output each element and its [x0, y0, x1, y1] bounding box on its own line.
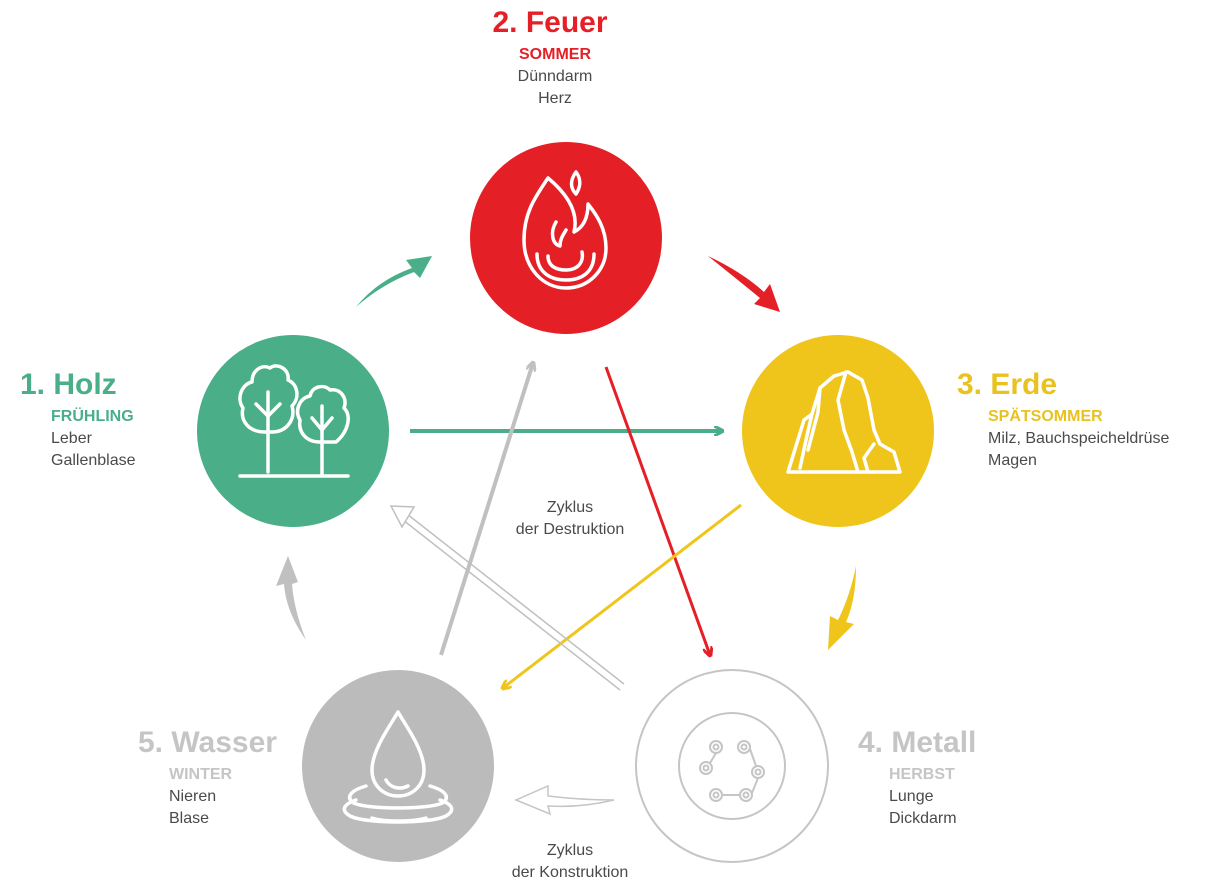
erde-season: SPÄTSOMMER — [988, 408, 1103, 425]
feuer-title: 2. Feuer — [492, 6, 608, 39]
circle-feuer — [470, 142, 662, 334]
trees-icon — [238, 364, 350, 478]
cycle-construction-line2: der Konstruktion — [511, 864, 629, 881]
metall-organ-2: Dickdarm — [889, 810, 957, 827]
wasser-organ-1: Nieren — [169, 788, 217, 805]
label-erde: 3. Erde SPÄTSOMMER Milz, Bauchspeicheldr… — [957, 368, 1169, 472]
arrow-feuer-to-erde — [708, 256, 780, 312]
label-wasser: 5. Wasser WINTER Nieren Blase — [138, 726, 277, 830]
erde-organ-2: Magen — [988, 452, 1037, 469]
wasser-organ-2: Blase — [169, 810, 210, 827]
holz-season: FRÜHLING — [51, 408, 134, 425]
destruction-arrows — [389, 363, 742, 691]
cycle-destruction-label: Zyklus der Destruktion — [470, 497, 670, 541]
metall-title: 4. Metall — [858, 726, 977, 759]
cycle-destruction-line2: der Destruktion — [515, 521, 625, 538]
feuer-organ-1: Dünndarm — [517, 68, 593, 85]
cycle-destruction-line1: Zyklus — [546, 499, 594, 516]
arrow-wasser-to-feuer — [439, 363, 533, 656]
holz-organ-1: Leber — [51, 430, 92, 447]
circle-wasser — [302, 670, 494, 862]
wasser-title: 5. Wasser — [138, 726, 277, 759]
label-holz: 1. Holz FRÜHLING Leber Gallenblase — [20, 368, 136, 472]
label-feuer: 2. Feuer SOMMER Dünndarm Herz — [430, 6, 670, 110]
cycle-construction-label: Zyklus der Konstruktion — [470, 840, 670, 884]
erde-title: 3. Erde — [957, 368, 1058, 401]
water-drop-icon — [342, 710, 454, 824]
circle-erde — [742, 335, 934, 527]
circle-metall — [635, 669, 829, 863]
flame-icon — [522, 170, 608, 290]
construction-arrows — [276, 256, 856, 816]
circle-holz — [197, 335, 389, 527]
arrow-feuer-to-metall — [604, 366, 710, 655]
arrow-metall-to-wasser — [514, 784, 615, 816]
metal-coin-icon — [699, 740, 765, 802]
feuer-organ-2: Herz — [538, 90, 572, 107]
cycle-construction-line1: Zyklus — [546, 842, 594, 859]
metall-organ-1: Lunge — [889, 788, 934, 805]
holz-organ-2: Gallenblase — [51, 452, 136, 469]
wasser-season: WINTER — [169, 766, 233, 783]
arrow-holz-to-feuer — [356, 256, 432, 307]
label-metall: 4. Metall HERBST Lunge Dickdarm — [858, 726, 976, 830]
erde-organ-1: Milz, Bauchspeicheldrüse — [988, 430, 1170, 447]
arrow-erde-to-wasser — [503, 503, 742, 688]
arrow-wasser-to-holz — [276, 556, 306, 640]
feuer-season: SOMMER — [519, 46, 591, 63]
arrow-erde-to-metall — [828, 566, 856, 650]
arrow-metall-to-holz — [402, 513, 625, 691]
holz-title: 1. Holz — [20, 368, 117, 401]
rock-icon — [786, 370, 902, 474]
metall-season: HERBST — [889, 766, 955, 783]
arrow-metall-to-holz-head — [389, 505, 416, 529]
